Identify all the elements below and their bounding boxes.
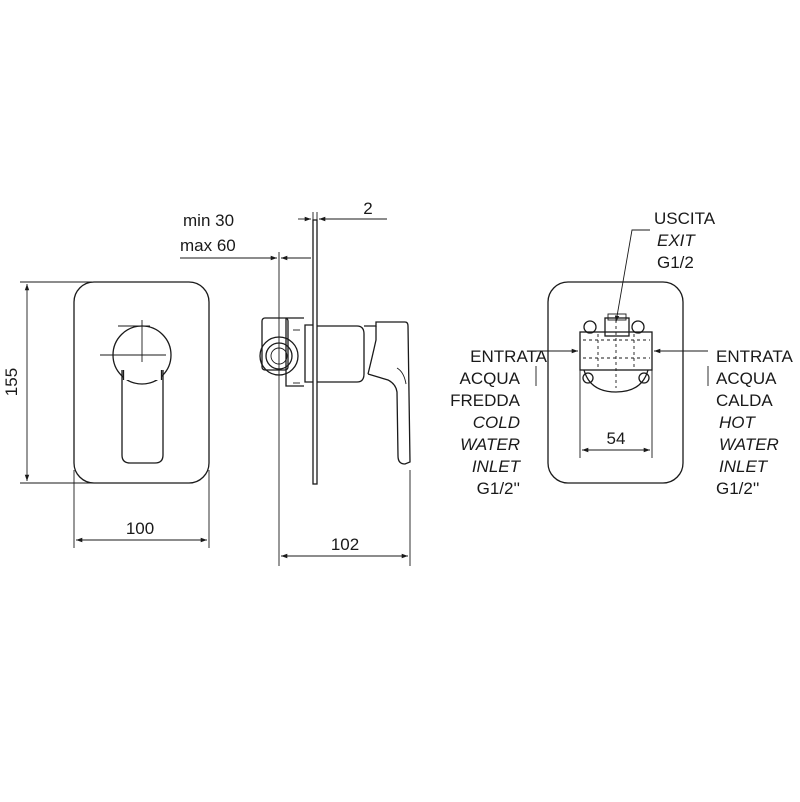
hot-inlet-line4: HOT [719, 413, 757, 432]
width-dimension: 100 [73, 470, 210, 548]
hot-inlet-line2: ACQUA [716, 369, 777, 388]
front-cover-plate [73, 281, 210, 484]
cold-inlet-line2: ACQUA [460, 369, 521, 388]
outlet-leader [614, 229, 650, 323]
cold-inlet-line5: WATER [460, 435, 520, 454]
cold-inlet-line7: G1/2'' [477, 479, 520, 498]
hot-inlet-line7: G1/2'' [716, 479, 759, 498]
cold-inlet-line1: ENTRATA [470, 347, 547, 366]
depth-value: 102 [331, 535, 359, 554]
hot-inlet-line3: CALDA [716, 391, 773, 410]
wall-max-label: max 60 [180, 236, 236, 255]
outlet-label-line3: G1/2 [657, 253, 694, 272]
thickness-value: 2 [363, 199, 372, 218]
width-value: 100 [126, 519, 154, 538]
wall-depth-dimension: min 30 max 60 [180, 211, 311, 261]
wall-min-label: min 30 [183, 211, 234, 230]
side-view [259, 219, 411, 485]
hot-inlet-line5: WATER [719, 435, 779, 454]
side-cover-plate [312, 219, 318, 485]
height-value: 155 [2, 368, 21, 396]
side-cartridge-cap [317, 325, 365, 383]
hot-inlet-line1: ENTRATA [716, 347, 793, 366]
side-inlet-fitting [261, 317, 289, 371]
side-valve-body [304, 324, 313, 383]
inlet-spacing-value: 54 [607, 429, 626, 448]
outlet-label-line1: USCITA [654, 209, 716, 228]
front-lever-handle [121, 370, 164, 464]
hot-inlet-label: ENTRATA ACQUA CALDA HOT WATER INLET G1/2… [716, 347, 793, 498]
height-dimension: 155 [2, 281, 92, 484]
cold-inlet-label: ENTRATA ACQUA FREDDA COLD WATER INLET G1… [450, 347, 548, 498]
thickness-dimension: 2 [298, 199, 387, 224]
rear-view [535, 229, 709, 484]
cold-inlet-line6: INLET [472, 457, 522, 476]
side-lever [364, 321, 411, 465]
front-view [73, 281, 210, 484]
outlet-label-line2: EXIT [657, 231, 696, 250]
cold-inlet-line3: FREDDA [450, 391, 521, 410]
outlet-label: USCITA EXIT G1/2 [654, 209, 716, 272]
inlet-spacing-dimension: 54 [579, 370, 653, 458]
hot-inlet-line6: INLET [719, 457, 769, 476]
cold-inlet-line4: COLD [473, 413, 520, 432]
rear-cover-plate [547, 281, 684, 484]
depth-dimension: 102 [278, 252, 411, 566]
